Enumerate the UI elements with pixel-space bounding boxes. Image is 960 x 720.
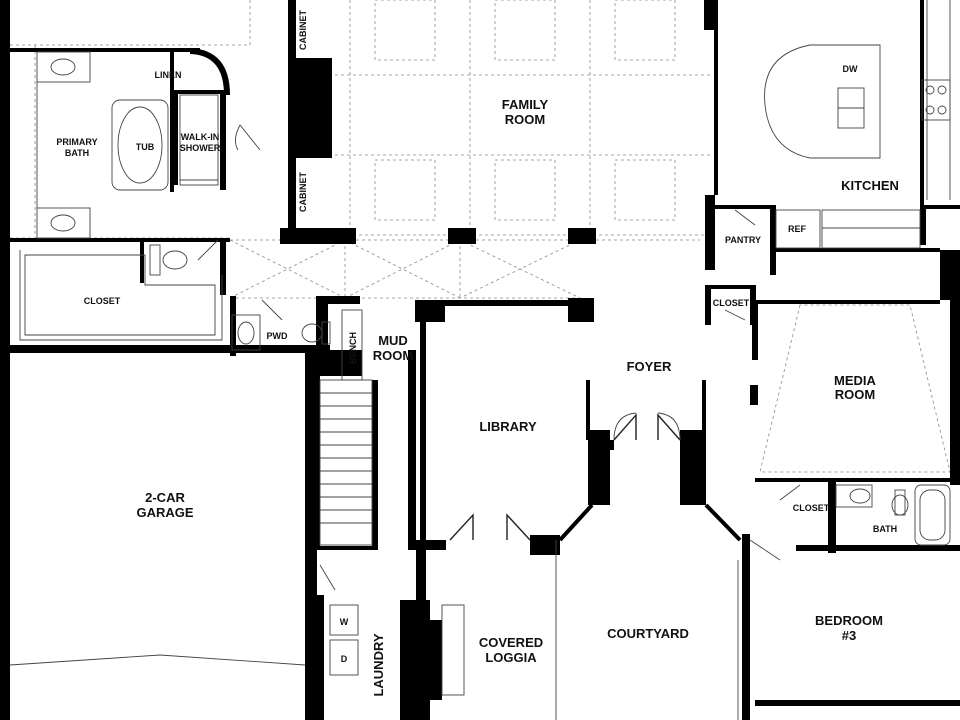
foyer-label: FOYER: [627, 359, 672, 374]
media-room-label: MEDIA: [834, 373, 877, 388]
pwd-label: PWD: [267, 331, 288, 341]
bench-label: BENCH: [348, 332, 358, 364]
library-label: LIBRARY: [479, 419, 537, 434]
garage-label-2: GARAGE: [136, 505, 193, 520]
washer-label: W: [340, 617, 349, 627]
primary-bath-label-2: BATH: [65, 148, 89, 158]
family-room-ceiling-grid: [10, 0, 712, 299]
media-room-label-2: ROOM: [835, 387, 875, 402]
kitchen-label: KITCHEN: [841, 178, 899, 193]
bedroom3-label: BEDROOM: [815, 613, 883, 628]
dw-label: DW: [843, 64, 858, 74]
closet-kitchen-label: CLOSET: [713, 298, 750, 308]
linen-label: LINEN: [155, 70, 182, 80]
dryer-label: D: [341, 654, 348, 664]
garage-label: 2-CAR: [145, 490, 185, 505]
family-room-label-2: ROOM: [505, 112, 545, 127]
courtyard-label: COURTYARD: [607, 626, 689, 641]
closet-bedroom-label: CLOSET: [793, 503, 830, 513]
walkin-shower-label: WALK-IN: [181, 132, 220, 142]
walkin-shower-label-2: SHOWER: [180, 143, 221, 153]
pantry-label: PANTRY: [725, 235, 761, 245]
room-labels: FAMILY ROOM KITCHEN DW PANTRY REF CLOSET…: [56, 9, 898, 696]
laundry-label: LAUNDRY: [371, 633, 386, 696]
closet-primary-label: CLOSET: [84, 296, 121, 306]
stairs: [319, 379, 373, 546]
covered-loggia-label-2: LOGGIA: [485, 650, 537, 665]
bath-label: BATH: [873, 524, 897, 534]
cabinet-top-label: CABINET: [298, 9, 308, 50]
mud-room-label-2: ROOM: [373, 348, 413, 363]
family-room-label: FAMILY: [502, 97, 549, 112]
primary-bath-label: PRIMARY: [56, 137, 97, 147]
ref-label: REF: [788, 224, 807, 234]
cabinet-bottom-label: CABINET: [298, 171, 308, 212]
fixtures: [9, 0, 951, 720]
tub-label: TUB: [136, 142, 155, 152]
mud-room-label: MUD: [378, 333, 408, 348]
bedroom3-label-2: #3: [842, 628, 856, 643]
covered-loggia-label: COVERED: [479, 635, 543, 650]
